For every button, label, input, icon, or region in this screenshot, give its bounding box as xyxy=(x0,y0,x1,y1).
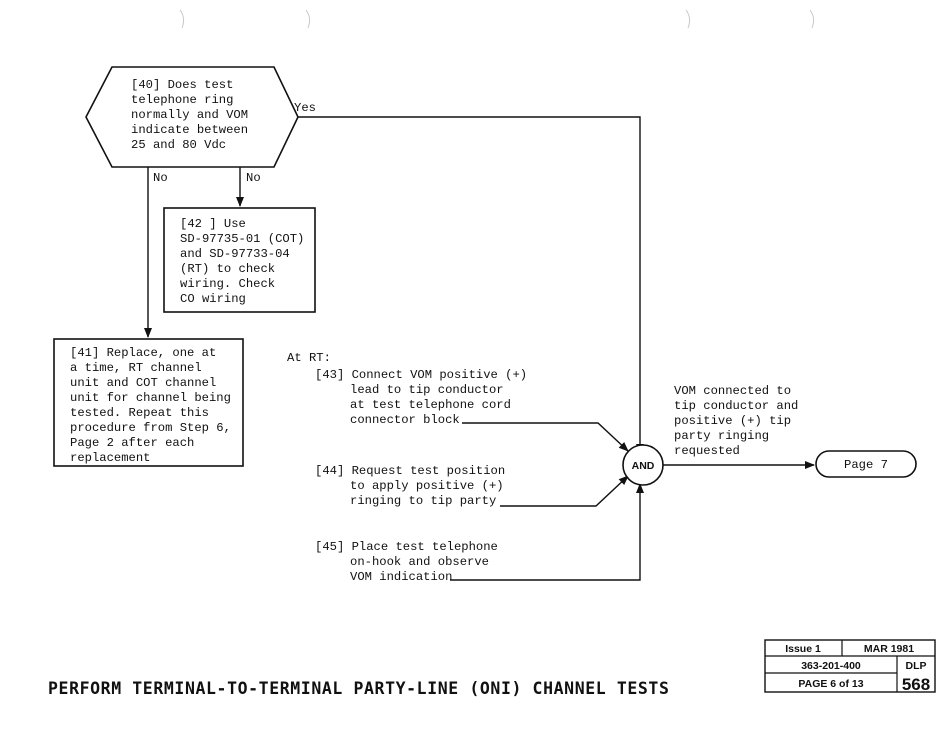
document-type: DLP xyxy=(906,660,927,672)
dlp-number: 568 xyxy=(902,675,930,694)
box-42 xyxy=(163,207,316,313)
scan-marks xyxy=(179,9,815,29)
page-7-label: Page 7 xyxy=(844,458,888,472)
issue-date: MAR 1981 xyxy=(864,643,914,655)
box-41-text: [41] Replace, one at a time, RT channel … xyxy=(70,346,238,465)
decision-40-shape xyxy=(85,66,299,168)
title-block: Issue 1 MAR 1981 363-201-400 DLP PAGE 6 … xyxy=(764,639,936,694)
and-gate-label: AND xyxy=(632,460,655,472)
decision-40-text: [40] Does test telephone ring normally a… xyxy=(131,78,255,152)
page-7-connector xyxy=(815,450,917,478)
yes-connector xyxy=(298,116,644,454)
step-43-connector xyxy=(462,422,629,452)
page-title: PERFORM TERMINAL-TO-TERMINAL PARTY-LINE … xyxy=(48,679,670,698)
issue-label: Issue 1 xyxy=(785,643,821,655)
step-45-text: [45] Place test telephone on-hook and ob… xyxy=(315,540,505,584)
document-number: 363-201-400 xyxy=(801,660,861,672)
page-number: PAGE 6 of 13 xyxy=(798,678,863,690)
location-label: At RT: xyxy=(287,351,331,365)
box-42-text: [42 ] Use SD-97735-01 (COT) and SD-97733… xyxy=(180,217,312,306)
yes-label: Yes xyxy=(294,101,316,115)
no-label-left: No xyxy=(153,171,168,185)
box-41 xyxy=(53,338,244,467)
step-44-connector xyxy=(500,475,629,507)
step-44-text: [44] Request test position to apply posi… xyxy=(315,464,512,508)
step-43-text: [43] Connect VOM positive (+) lead to ti… xyxy=(315,368,534,427)
result-note: VOM connected to tip conductor and posit… xyxy=(674,384,806,458)
no-label-right: No xyxy=(246,171,261,185)
step-45-connector xyxy=(450,483,644,581)
